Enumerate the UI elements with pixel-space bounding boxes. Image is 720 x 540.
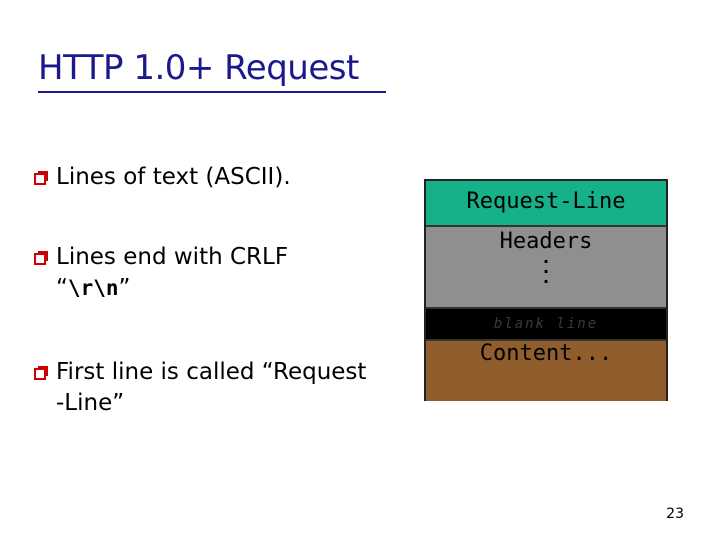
bullet-checkbox-icon [34,251,48,265]
bullet-text-line2: -Line” [56,390,125,416]
bullet-item: Lines of text (ASCII). [34,162,291,193]
content-block: Content... [426,339,666,401]
bullet-checkbox-icon [34,171,48,185]
ellipsis-dots-icon: ··· [542,252,550,291]
bullet-text: Lines of text (ASCII). [56,164,291,190]
request-structure-diagram: Request-Line Headers ··· blank line Cont… [424,179,668,401]
request-line-label: Request-Line [466,189,626,214]
bullet-text-line2: “\r\n” [56,275,131,301]
page-number: 23 [666,506,684,522]
bullet-item: Lines end with CRLF “\r\n” [34,242,288,304]
bullet-checkbox-icon [34,366,48,380]
blank-line-block: blank line [426,309,666,339]
title-underline [38,91,386,93]
crlf-code: \r\n [67,276,119,300]
bullet-text: Lines end with CRLF [56,244,289,270]
bullet-text: First line is called “Request [56,359,367,385]
request-line-block: Request-Line [426,181,666,227]
bullet-item: First line is called “Request -Line” [34,357,366,419]
headers-block: Headers ··· [426,227,666,309]
slide-title: HTTP 1.0+ Request [38,48,359,88]
blank-line-label: blank line [493,316,599,332]
headers-label: Headers [499,229,593,254]
content-label: Content... [479,341,613,366]
